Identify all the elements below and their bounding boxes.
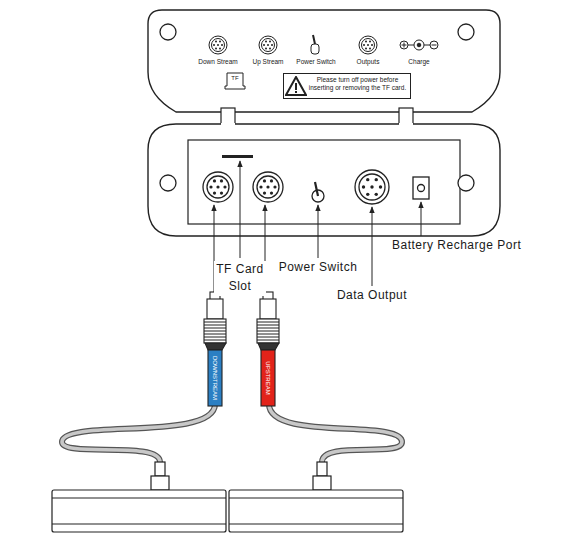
transducer	[52, 462, 403, 532]
cable-plug	[204, 292, 279, 406]
cable-sleeve-text: DOWNSTREAM	[212, 356, 219, 400]
callout-label: Data Output	[337, 289, 407, 303]
warning-box: Please turn off power before inserting o…	[283, 73, 411, 99]
callout-label: Battery Recharge Port	[392, 239, 521, 253]
lid-connector-icons	[209, 35, 438, 54]
port-label: Power Switch	[296, 58, 335, 65]
callout-label: Power Switch	[279, 261, 358, 275]
port-label: Down Stream	[198, 58, 237, 65]
port-label: Up Stream	[252, 58, 283, 65]
lid-panel	[148, 10, 500, 112]
warning-triangle	[285, 76, 307, 96]
mount-hole	[458, 24, 474, 40]
instrument-panel	[148, 124, 500, 236]
mount-hole	[160, 175, 176, 191]
cable	[62, 404, 402, 462]
port-label: Outputs	[357, 58, 380, 65]
panel-face	[188, 140, 460, 224]
tf-card-slot	[222, 155, 253, 158]
callout-label: TF Card Slot	[214, 261, 266, 296]
panel-connectors	[203, 170, 429, 204]
warning-text: Please turn off power before inserting o…	[308, 76, 407, 92]
tf-card-icon: TF	[224, 72, 246, 81]
leader-lines	[214, 161, 421, 298]
mount-hole	[160, 24, 176, 40]
port-label: Charge	[408, 58, 429, 65]
tf-card-outline	[224, 72, 246, 90]
tf-icon-text: TF	[224, 72, 246, 81]
mount-hole	[458, 175, 474, 191]
knurling	[151, 322, 331, 488]
cable-sleeve-text: UPSTREAM	[265, 361, 272, 394]
